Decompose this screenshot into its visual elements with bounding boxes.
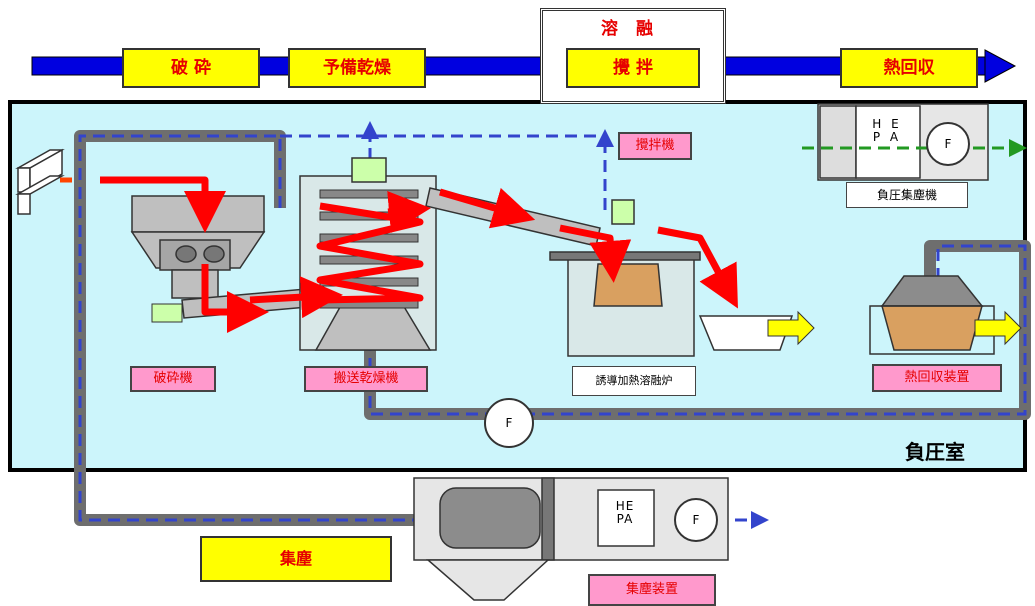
heat-recovery-label: 熱回収装置: [872, 364, 1002, 392]
step-predrying: 予備乾燥: [288, 48, 426, 88]
stirrer-label: 攪拌機: [618, 132, 692, 160]
crusher-label: 破砕機: [130, 366, 216, 392]
negative-pressure-collector-label: 負圧集塵機: [846, 182, 968, 208]
step-heat-recovery: 熱回収: [840, 48, 978, 88]
step-crushing: 破 砕: [122, 48, 260, 88]
fan-icon: F: [926, 122, 970, 166]
hepa-filter-icon: H E P A: [862, 118, 912, 144]
dust-collector-unit-label: 集塵装置: [588, 574, 716, 606]
furnace-label: 誘導加熱溶融炉: [572, 366, 696, 396]
melt-title: 溶 融: [580, 14, 680, 39]
fan-icon: F: [484, 398, 534, 448]
hepa-text-bottom: P A: [862, 131, 912, 144]
hepa-text-bottom-2: PA: [600, 513, 650, 526]
dust-collection-label: 集塵: [200, 536, 392, 582]
step-stirring: 攪 拌: [566, 48, 700, 88]
conveyor-dryer-label: 搬送乾燥機: [304, 366, 428, 392]
fan-icon: F: [674, 498, 718, 542]
negative-pressure-room-label: 負圧室: [905, 436, 965, 465]
hepa-filter-icon: HE PA: [600, 500, 650, 526]
